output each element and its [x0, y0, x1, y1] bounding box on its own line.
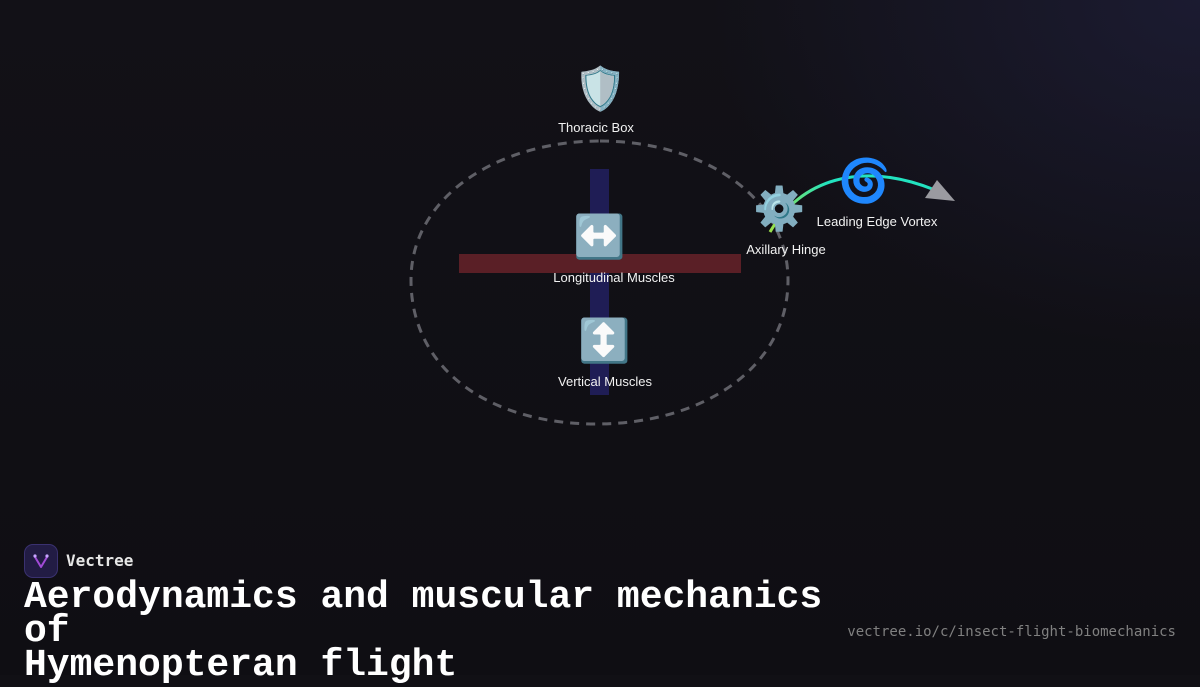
thoracic-box-outline — [409, 139, 790, 426]
thoracic-box-label: Thoracic Box — [558, 120, 634, 135]
vortex-flow-arc — [768, 174, 936, 233]
diagram-canvas — [409, 139, 955, 426]
vectree-logo — [24, 544, 58, 578]
page-title-line-2: Hymenopteran flight — [24, 644, 458, 687]
axillary-hinge-label: Axillary Hinge — [746, 242, 826, 257]
vortex-arrow-head — [925, 180, 955, 201]
up-down-arrow-icon: ↕️ — [578, 316, 631, 365]
leading-edge-vortex-label: Leading Edge Vortex — [816, 214, 938, 229]
source-url[interactable]: vectree.io/c/insect-flight-biomechanics — [847, 624, 1176, 640]
vertical-muscles-label: Vertical Muscles — [558, 374, 652, 389]
page-title: Aerodynamics and muscular mechanics of H… — [24, 576, 854, 687]
vertical-muscle-bar — [590, 169, 609, 395]
brand-name: Vectree — [66, 551, 134, 570]
flight-mechanics-diagram: 🛡️ Thoracic Box ↔️ Longitudinal Muscles … — [409, 64, 955, 426]
left-right-arrow-icon: ↔️ — [573, 212, 626, 261]
gear-icon: ⚙️ — [753, 184, 806, 233]
longitudinal-muscles-label: Longitudinal Muscles — [553, 270, 675, 285]
shield-icon: 🛡️ — [574, 64, 627, 113]
longitudinal-muscle-bar — [459, 254, 741, 273]
page-title-line-1: Aerodynamics and muscular mechanics of — [24, 576, 823, 653]
cyclone-icon: 🌀 — [838, 156, 891, 205]
vectree-logo-mark — [33, 554, 49, 568]
